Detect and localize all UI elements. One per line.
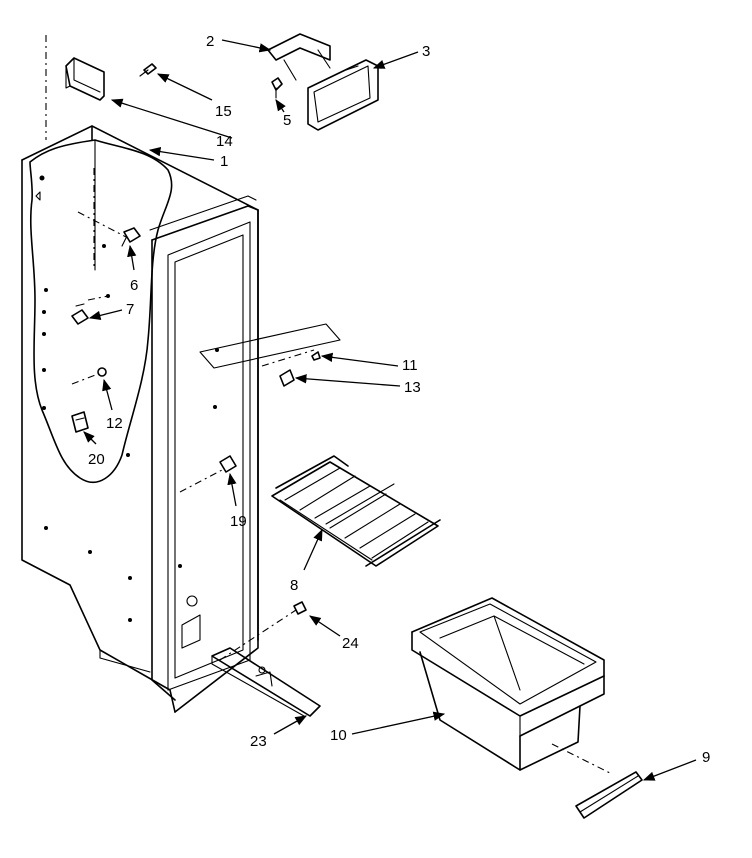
part-9-trim: [575, 771, 643, 819]
callout-5: 5: [283, 112, 291, 129]
callout-24: 24: [342, 635, 359, 652]
callout-7: 7: [126, 301, 134, 318]
callout-23: 23: [250, 733, 267, 750]
callout-20: 20: [88, 451, 105, 468]
shelf-support-plate: [199, 323, 341, 369]
part-6-clip: [121, 227, 141, 247]
part-8-wire-shelf: [271, 455, 441, 567]
callout-11: 11: [402, 357, 418, 374]
part-2-bracket: [267, 33, 331, 81]
part-19-clip: [219, 455, 237, 473]
part-24-screw: [293, 601, 307, 615]
callout-9: 9: [702, 749, 710, 766]
leader-arrows: [83, 39, 697, 781]
callout-3: 3: [422, 43, 430, 60]
callout-13: 13: [404, 379, 421, 396]
part-3-panel: [307, 59, 379, 131]
part-13-clip: [279, 369, 295, 387]
callout-labels: 2 3 5 15 14 1 6 7 11 13 12 20 19 8 24 23…: [88, 33, 710, 766]
part-5-screw: [271, 77, 283, 99]
part-11-pin: [311, 351, 321, 361]
part-12-plug: [97, 367, 107, 377]
alignment-lines: [45, 35, 613, 775]
part-14-bracket: [65, 57, 105, 101]
part-15-screw: [139, 63, 157, 77]
callout-10: 10: [330, 727, 347, 744]
part-20-block: [71, 411, 89, 433]
callout-19: 19: [230, 513, 247, 530]
callout-15: 15: [215, 103, 232, 120]
callout-12: 12: [106, 415, 123, 432]
callout-2: 2: [206, 33, 214, 50]
callout-6: 6: [130, 277, 138, 294]
freezer-liner: [21, 125, 259, 713]
callout-14: 14: [216, 133, 233, 150]
callout-8: 8: [290, 577, 298, 594]
part-10-bin: [411, 597, 605, 771]
part-7-clip: [71, 303, 89, 325]
callout-1: 1: [220, 153, 228, 170]
part-23-rail: [211, 647, 321, 717]
